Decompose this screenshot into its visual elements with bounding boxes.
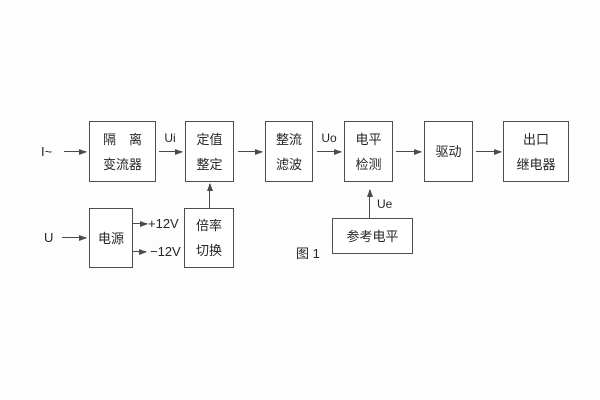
block-rectifier-filter: 整流 滤波 [265, 121, 313, 182]
arrow-right-icon [133, 249, 147, 255]
block-driver: 驱动 [424, 121, 473, 182]
block-output-relay: 出口 继电器 [503, 121, 569, 182]
arrow-right-icon [317, 149, 342, 155]
block-label: 电平 [355, 131, 382, 147]
input-current-label: I~ [41, 144, 53, 159]
block-label: 参考电平 [346, 228, 399, 244]
block-label: 继电器 [516, 156, 556, 172]
block-power-supply: 电源 [89, 208, 133, 268]
arrow-right-icon [238, 149, 263, 155]
arrow-right-icon [476, 149, 502, 155]
block-isolation-transformer: 隔 离 变流器 [89, 121, 156, 182]
signal-plus12v-label: +12V [148, 216, 179, 231]
signal-ui-label: Ui [164, 131, 176, 145]
arrow-up-icon [367, 189, 373, 218]
block-label: 变流器 [102, 156, 142, 172]
block-reference-level: 参考电平 [332, 218, 413, 254]
block-label: 定值 [196, 131, 223, 147]
signal-minus12v-label: −12V [150, 244, 181, 259]
block-label: 驱动 [435, 144, 462, 159]
block-label: 滤波 [275, 156, 302, 172]
arrow-right-icon [64, 149, 87, 155]
signal-ue-label: Ue [377, 197, 393, 211]
arrow-right-icon [159, 149, 183, 155]
arrow-right-icon [62, 235, 87, 241]
arrow-right-icon [396, 149, 422, 155]
block-label: 整定 [196, 156, 223, 172]
block-setpoint-adjust: 定值 整定 [185, 121, 234, 182]
block-label: 检测 [355, 156, 382, 172]
block-ratio-switch: 倍率 切换 [184, 208, 234, 268]
block-label: 倍率 [195, 218, 222, 233]
block-label: 切换 [195, 243, 222, 258]
arrow-up-icon [207, 183, 213, 208]
input-voltage-label: U [44, 230, 54, 245]
block-label: 整流 [275, 131, 302, 147]
signal-uo-label: Uo [321, 131, 337, 145]
block-label: 隔 离 [102, 131, 142, 147]
block-label: 出口 [522, 131, 549, 147]
block-level-detect: 电平 检测 [344, 121, 393, 182]
arrow-right-icon [133, 221, 148, 227]
block-label: 电源 [97, 230, 124, 246]
figure-caption: 图 1 [296, 246, 320, 261]
